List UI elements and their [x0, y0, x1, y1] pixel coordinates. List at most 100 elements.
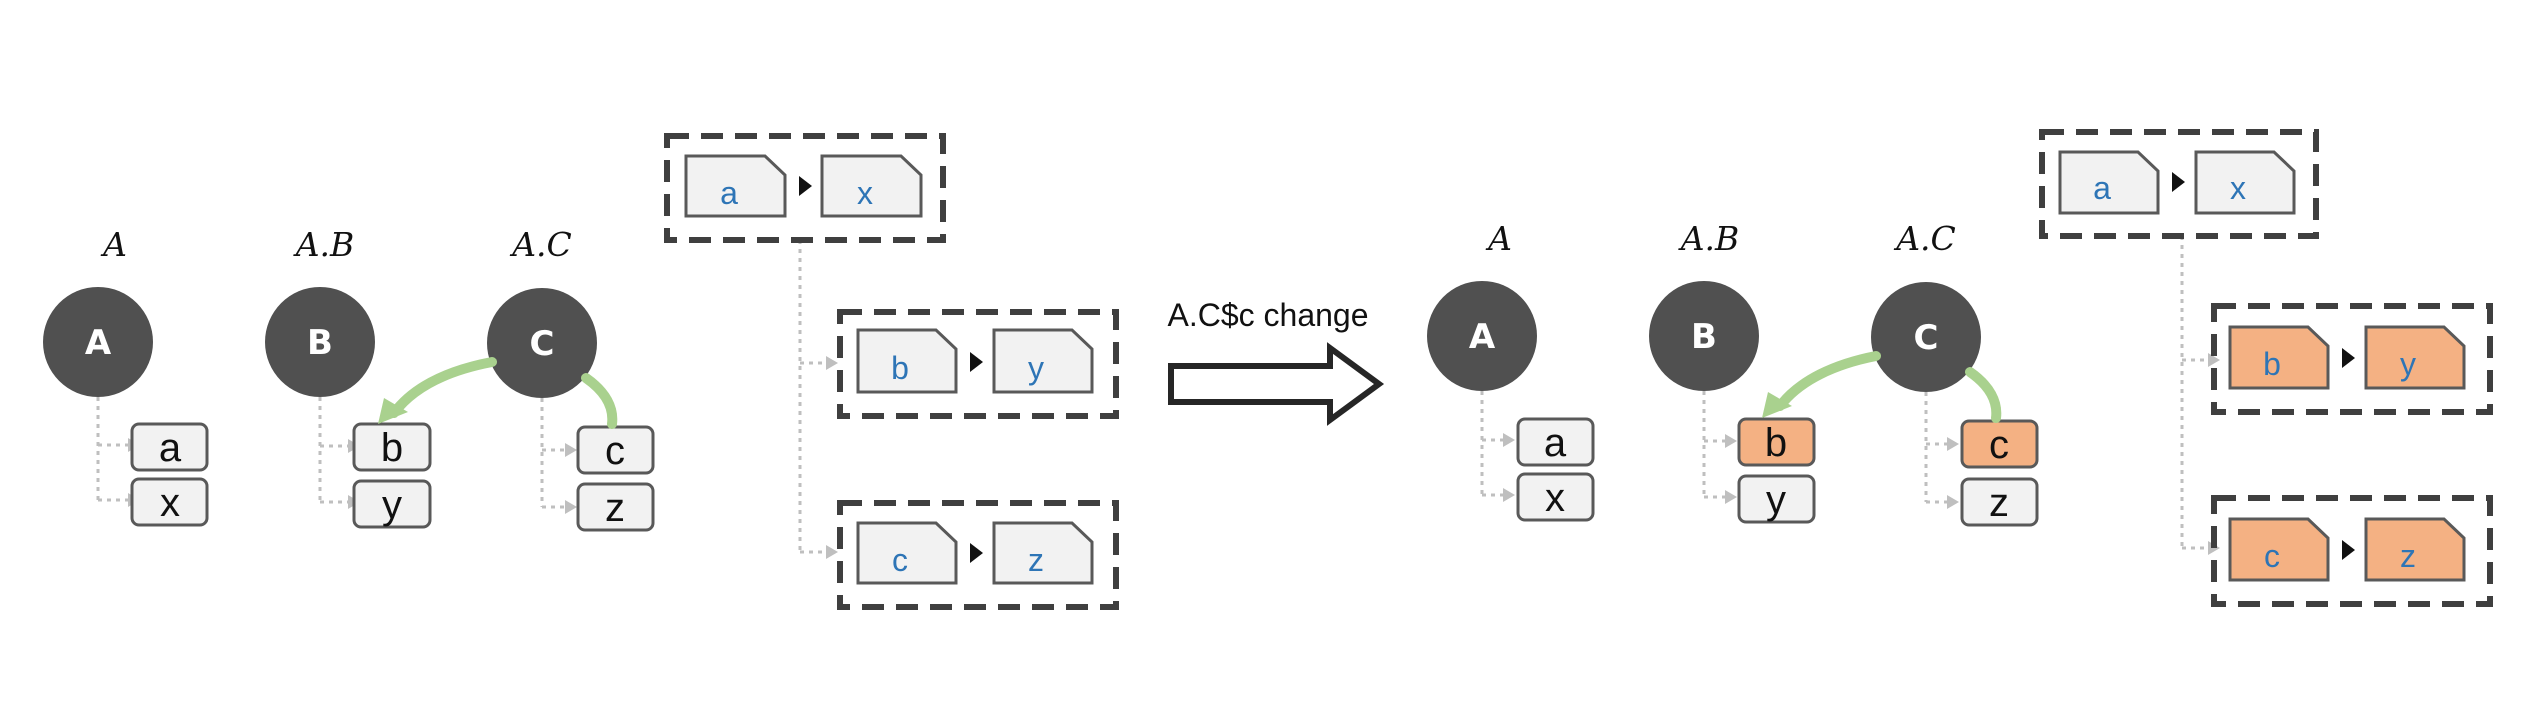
item-box [576, 482, 655, 532]
file-label: b [2263, 346, 2281, 382]
mapping-a-x: a x [664, 133, 946, 243]
node-title: A.B [1678, 219, 1740, 258]
arrowhead-icon [826, 545, 838, 559]
dotted-connector [1480, 391, 1505, 497]
arrowhead-icon [970, 543, 983, 563]
arrowhead-icon [826, 356, 838, 370]
dashed-frame [2039, 129, 2319, 239]
node-b-before: A.B B b y [265, 225, 432, 529]
after-state: A A a x A.B B b y A.C C [1427, 129, 2493, 607]
dotted-connector [318, 397, 350, 504]
mapping-group-before: a x b y c z [664, 133, 1119, 610]
item-label: a [1544, 421, 1567, 465]
item-label: z [1989, 481, 2009, 525]
node-title: A [1485, 219, 1512, 258]
dotted-connector [1702, 391, 1727, 499]
arrowhead-icon [1725, 490, 1737, 504]
module-circle [1649, 281, 1759, 391]
dashed-frame [837, 309, 1119, 419]
dependency-arrow [389, 357, 497, 418]
mapping-c-z: c z [2211, 495, 2493, 607]
file-icon [684, 154, 787, 218]
item-box [1737, 474, 1816, 524]
node-title: A [100, 225, 127, 264]
arrowhead-icon [1947, 437, 1959, 451]
file-label: c [892, 542, 908, 578]
item-box [1516, 417, 1595, 467]
arrowhead-icon [565, 443, 577, 457]
item-label: c [605, 429, 625, 473]
dotted-connector [798, 240, 828, 554]
module-circle [43, 287, 153, 397]
dotted-connector [1924, 392, 1949, 504]
dotted-connector [540, 398, 567, 509]
node-a-before: A A a x [43, 225, 209, 527]
file-icon [820, 154, 923, 218]
arrowhead-icon [2342, 348, 2355, 368]
item-box [352, 422, 432, 472]
dashed-frame [664, 133, 946, 243]
file-label: c [2264, 538, 2280, 574]
arrowhead-icon [2208, 353, 2220, 367]
dashed-frame [837, 500, 1119, 610]
item-label: c [1989, 423, 2009, 467]
item-label: z [605, 486, 625, 530]
file-label: x [2230, 170, 2246, 206]
file-label: z [1028, 542, 1044, 578]
module-circle [1871, 282, 1981, 392]
file-label: a [2093, 170, 2111, 206]
item-box [1516, 472, 1595, 522]
arrowhead-icon [1725, 434, 1737, 448]
dotted-connector [96, 397, 130, 502]
item-label: y [1766, 478, 1786, 522]
transition: A.C$c change [1167, 297, 1385, 426]
mapping-b-y: b y [837, 309, 1119, 419]
item-label: b [1765, 421, 1787, 465]
node-b-after: A.B B b y [1649, 219, 1816, 524]
item-box [352, 479, 432, 529]
file-icon-changed [2364, 517, 2466, 582]
node-a-after: A A a x [1427, 219, 1595, 522]
file-icon-changed [2228, 325, 2330, 390]
item-box-changed [1737, 417, 1816, 467]
module-circle-label: C [1914, 318, 1939, 358]
item-box [1960, 477, 2039, 527]
module-circle-label: C [530, 324, 555, 364]
mapping-group-after: a x b y c z [2039, 129, 2493, 607]
arrowhead-icon [1762, 392, 1792, 418]
arrowhead-icon [970, 352, 983, 372]
dependency-arrow [581, 373, 618, 429]
before-state: A A a x A.B B b y A.C C [43, 133, 1119, 610]
node-title: A.C [1893, 219, 1956, 258]
arrowhead-icon [565, 500, 577, 514]
item-label: x [160, 481, 180, 525]
item-box [130, 422, 209, 472]
item-label: x [1545, 476, 1565, 520]
mapping-b-y: b y [2211, 303, 2493, 415]
dependency-arrow [1965, 367, 2002, 423]
item-label: b [381, 426, 403, 470]
right-arrow-icon [1168, 342, 1385, 426]
arrowhead-icon [1503, 488, 1515, 502]
dependency-arrow [1775, 351, 1881, 411]
node-c-after: A.C C c z [1762, 219, 2039, 527]
item-label: a [159, 426, 182, 470]
file-label: z [2400, 538, 2416, 574]
module-circle [265, 287, 375, 397]
file-label: b [891, 350, 909, 386]
file-icon [2058, 150, 2160, 215]
arrowhead-icon [2342, 540, 2355, 560]
dotted-connector [2180, 236, 2210, 550]
dashed-frame [2211, 303, 2493, 415]
mapping-a-x: a x [2039, 129, 2319, 239]
module-circle [487, 288, 597, 398]
arrowhead-icon [1947, 495, 1959, 509]
module-circle-label: A [85, 323, 112, 363]
arrowhead-icon [378, 398, 408, 424]
file-label: y [1028, 350, 1044, 386]
node-c-before: A.C C c z [378, 225, 655, 532]
module-circle-label: B [1691, 317, 1717, 357]
arrowhead-icon [1503, 433, 1515, 447]
node-title: A.B [293, 225, 355, 264]
